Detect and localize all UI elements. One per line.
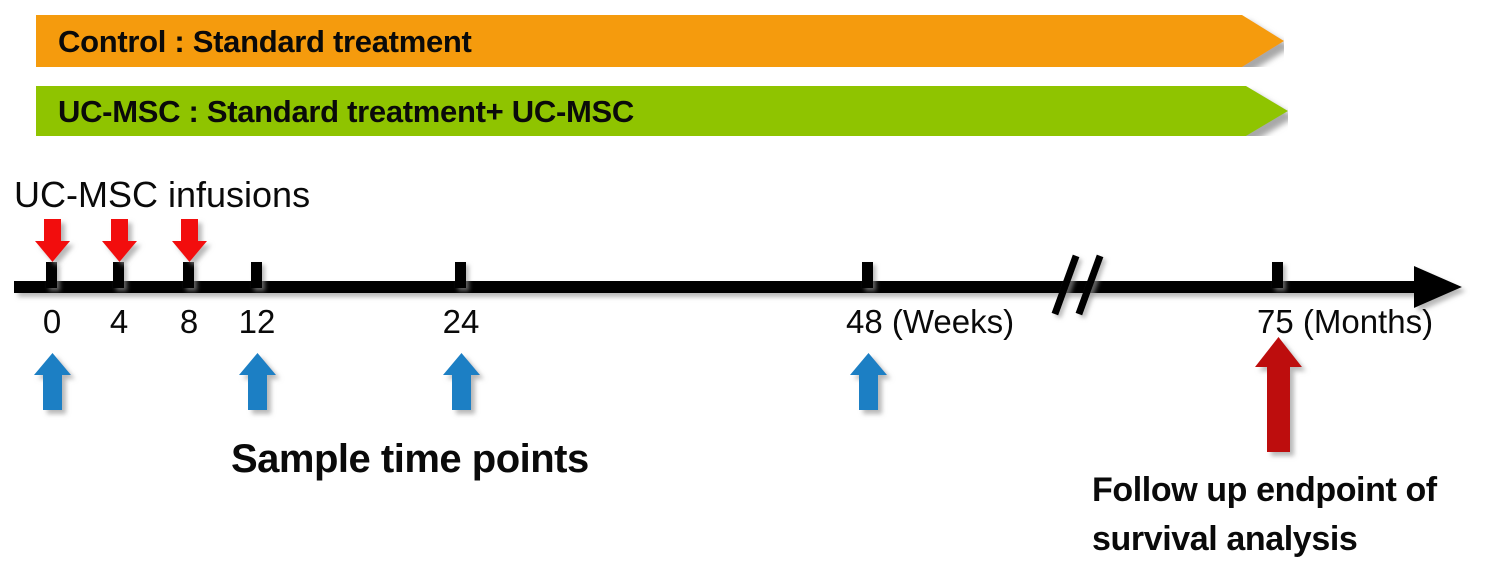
tick-mark-12 (251, 262, 262, 288)
endpoint-arrow-group (1255, 337, 1302, 452)
blue-up-arrow-week-0 (34, 353, 71, 410)
tick-mark-48 (862, 262, 873, 288)
red-down-arrow-week-0 (35, 219, 70, 262)
tick-mark-8 (183, 262, 194, 288)
tick-label-75: 75 (Months) (1257, 303, 1434, 340)
axis-tick-marks (46, 262, 1283, 288)
tick-label-8: 8 (179, 303, 199, 340)
ucmsc-arm-label: UC-MSC : Standard treatment+ UC-MSC (58, 94, 634, 129)
red-down-arrow-week-4 (102, 219, 137, 262)
control-arm-banner-shape (36, 15, 1284, 67)
followup-endpoint-caption: Follow up endpoint of survival analysis (1092, 466, 1437, 564)
tick-label-24: 24 (442, 303, 480, 340)
control-arm-banner: Control : Standard treatment (36, 15, 1284, 67)
axis-break-icon (1051, 254, 1104, 316)
control-arm-label: Control : Standard treatment (58, 24, 472, 59)
sample-arrow-group (34, 353, 887, 410)
blue-up-arrow-week-48 (850, 353, 887, 410)
followup-caption-line-2: survival analysis (1092, 520, 1358, 558)
tick-label-12: 12 (238, 303, 276, 340)
timeline-axis (14, 266, 1462, 308)
ucmsc-arm-banner: UC-MSC : Standard treatment+ UC-MSC (36, 86, 1288, 136)
tick-mark-75 (1272, 262, 1283, 288)
infusion-arrow-group (35, 219, 207, 262)
dark-red-up-arrow-month-75 (1255, 337, 1302, 452)
infusions-title: UC-MSC infusions (14, 174, 311, 215)
tick-label-0: 0 (42, 303, 62, 340)
sample-time-points-title: Sample time points (231, 437, 589, 481)
tick-label-4: 4 (109, 303, 129, 340)
tick-mark-24 (455, 262, 466, 288)
tick-mark-0 (46, 262, 57, 288)
ucmsc-arm-banner-shape (36, 86, 1288, 136)
blue-up-arrow-week-12 (239, 353, 276, 410)
tick-mark-4 (113, 262, 124, 288)
red-down-arrow-week-8 (172, 219, 207, 262)
followup-caption-line-1: Follow up endpoint of (1092, 471, 1437, 509)
blue-up-arrow-week-24 (443, 353, 480, 410)
tick-label-48: 48 (Weeks) (846, 303, 1015, 340)
